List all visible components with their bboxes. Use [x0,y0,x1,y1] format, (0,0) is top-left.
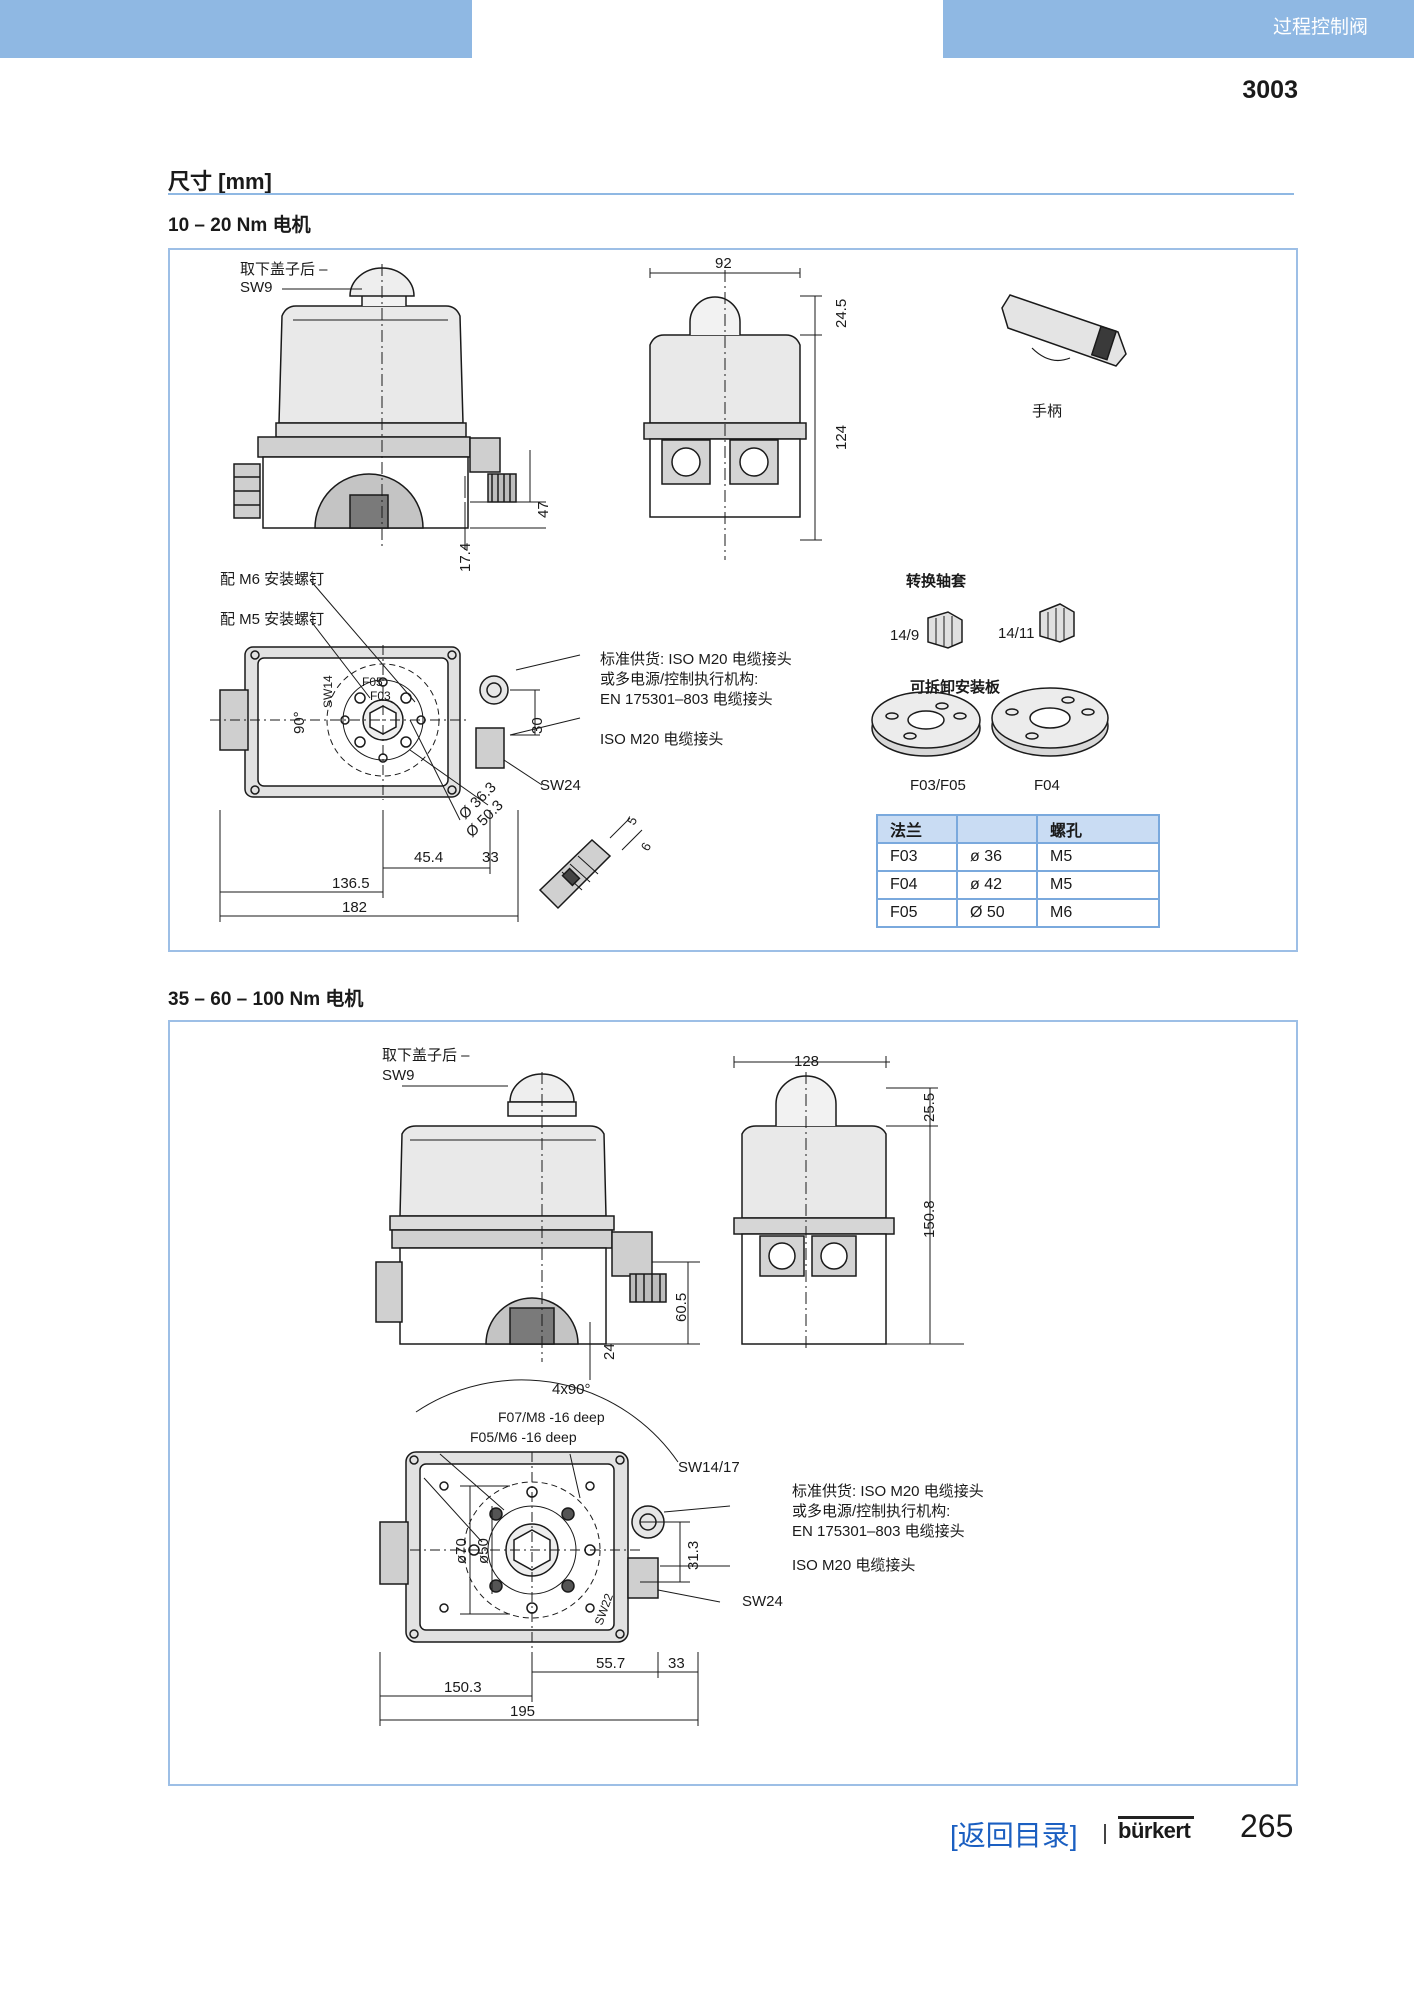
handle-drawing [1001,294,1127,367]
table-cell: Ø 50 [956,898,1038,928]
large-f07-label: F07/M8 -16 deep [498,1409,605,1425]
table-row: F03 ø 36 M5 [876,842,1160,872]
small-dim-33: 33 [482,849,499,866]
large-sw1417-label: SW14/17 [678,1459,740,1476]
plate-b-label: F04 [1034,777,1060,794]
model-number: 3003 [1242,76,1298,104]
small-dim-height: 124 [833,425,850,450]
table-cell: M5 [1036,870,1160,900]
small-dim-174: 17.4 [457,543,474,572]
small-std-line1: 标准供货: ISO M20 电缆接头 [600,651,792,668]
large-dim-605: 60.5 [673,1293,690,1322]
large-dim-1503: 150.3 [444,1679,482,1696]
small-dim-5: 5 [624,814,641,828]
large-dim-width: 128 [794,1053,819,1070]
small-angle-label: 90° [291,711,308,734]
large-f05-label: F05/M6 -16 deep [470,1429,577,1445]
table-cell: F05 [876,898,958,928]
small-sw14-label: SW14 [321,675,335,708]
small-sw24-label: SW24 [540,777,581,794]
large-cover-label: 取下盖子后 – [382,1047,470,1064]
large-dim-top: 25.5 [921,1093,938,1122]
large-sw24-label: SW24 [742,1593,783,1610]
small-dim-182: 182 [342,899,367,916]
plate-a-label: F03/F05 [910,777,966,794]
small-iso-label: ISO M20 电缆接头 [600,731,723,748]
small-dim-width: 92 [715,255,732,272]
bottom-view-large [379,1379,731,1726]
back-to-contents-link[interactable]: [返回目录] [950,1820,1078,1851]
plate-title: 可拆卸安装板 [910,678,1001,696]
large-cover-sw: SW9 [382,1067,415,1084]
small-cover-sw: SW9 [240,279,273,296]
subtitle-large-motor: 35 – 60 – 100 Nm 电机 [168,989,364,1010]
drawing-panel-small-motor: 取下盖子后 – SW9 92 24.5 124 47 17.4 手柄 配 M6 … [168,248,1298,952]
table-header-bolt: 螺孔 [1036,814,1160,844]
front-view-small [233,264,546,550]
adapter-a-label: 14/9 [890,627,919,644]
small-dim-1365: 136.5 [332,875,370,892]
small-dim-30: 30 [529,717,546,734]
small-f05-label: F05 [362,675,383,689]
small-std-line3: EN 175301–803 电缆接头 [600,691,773,708]
adapter-b-label: 14/11 [998,625,1034,642]
handle-label: 手柄 [1032,403,1062,420]
side-view-large [733,1056,964,1352]
large-dim-195: 195 [510,1703,535,1720]
table-header-diameter [956,814,1038,844]
large-d50-label: ø50 [475,1538,492,1564]
large-d70-label: ø70 [453,1538,470,1564]
drawing-large-motor: 取下盖子后 – SW9 128 25.5 150.8 60.5 24 4x90°… [375,1047,984,1726]
small-std-line2: 或多电源/控制执行机构: [600,671,758,688]
subtitle-small-motor: 10 – 20 Nm 电机 [168,215,311,236]
table-row: F05 Ø 50 M6 [876,898,1160,928]
small-cover-label: 取下盖子后 – [240,261,328,278]
header-band-right: 过程控制阀 [943,0,1414,58]
large-dim-height: 150.8 [921,1200,938,1238]
shaft-section-detail [538,817,643,910]
side-view-small [643,268,822,560]
table-cell: ø 42 [956,870,1038,900]
brand-logo-bar [1118,1816,1194,1819]
large-angle-label: 4x90° [552,1381,591,1398]
header-band-left [0,0,472,58]
table-row: F04 ø 42 M5 [876,870,1160,900]
small-dim-6: 6 [638,840,655,854]
table-cell: M6 [1036,898,1160,928]
front-view-large [375,1072,700,1380]
small-dim-top: 24.5 [833,299,850,328]
section-rule [168,193,1294,195]
table-header-flange: 法兰 [876,814,958,844]
drawing-small-motor: 取下盖子后 – SW9 92 24.5 124 47 17.4 手柄 配 M6 … [210,255,1127,922]
header-title: 过程控制阀 [1272,17,1368,38]
small-dim-47: 47 [535,501,552,518]
table-cell: F04 [876,870,958,900]
section-title: 尺寸 [mm] [168,169,272,194]
adapter-sleeves [927,603,1075,649]
large-std-line2: 或多电源/控制执行机构: [792,1503,950,1520]
page-number: 265 [1240,1808,1294,1844]
brand-logo: bürkert [1118,1818,1191,1843]
bottom-view-small [210,579,581,922]
large-iso-label: ISO M20 电缆接头 [792,1557,915,1574]
small-f03-label: F03 [370,689,391,703]
table-cell: M5 [1036,842,1160,872]
table-cell: ø 36 [956,842,1038,872]
large-std-line1: 标准供货: ISO M20 电缆接头 [792,1483,984,1500]
large-dim-24: 24 [601,1343,618,1360]
drawing-panel-large-motor: 取下盖子后 – SW9 128 25.5 150.8 60.5 24 4x90°… [168,1020,1298,1786]
flange-table: 法兰 螺孔 F03 ø 36 M5 F04 ø 42 M5 F05 Ø 50 M… [876,814,1160,928]
adapter-title: 转换轴套 [906,572,967,590]
large-dim-557: 55.7 [596,1655,625,1672]
footer-separator [1104,1824,1106,1844]
table-cell: F03 [876,842,958,872]
table-header-row: 法兰 螺孔 [876,814,1160,844]
screw-m5-label: 配 M5 安装螺钉 [220,611,324,628]
large-std-line3: EN 175301–803 电缆接头 [792,1523,965,1540]
small-dim-454: 45.4 [414,849,443,866]
mounting-plates [871,687,1109,757]
large-dim-33: 33 [668,1655,685,1672]
screw-m6-label: 配 M6 安装螺钉 [220,571,324,588]
large-dim-313: 31.3 [685,1541,702,1570]
